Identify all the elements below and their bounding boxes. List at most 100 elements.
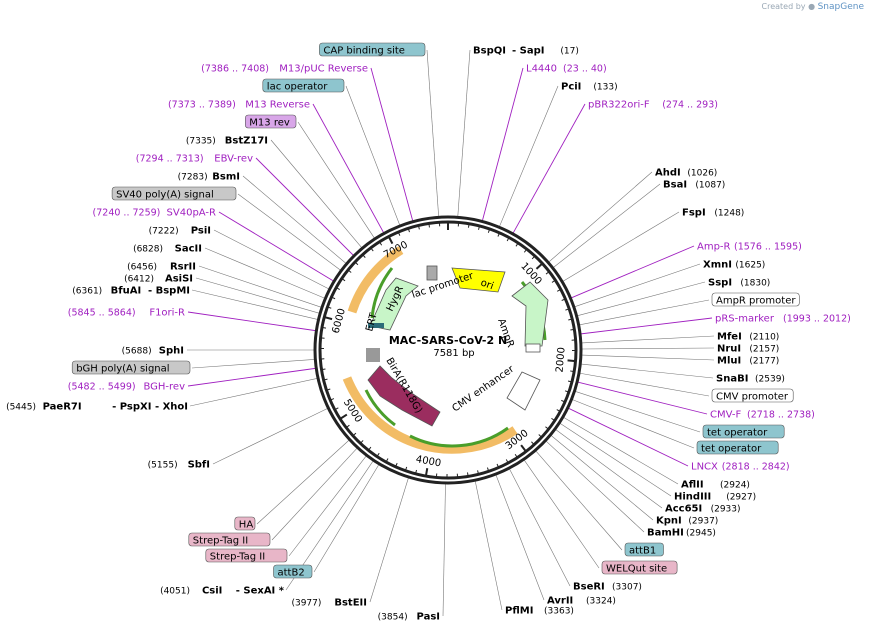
label-f1ori-r: F1ori-R(5845 .. 5864) bbox=[68, 308, 185, 319]
plasmid-length: 7581 bp bbox=[433, 348, 474, 359]
label-pasi: PasI(3854) bbox=[378, 612, 440, 623]
label-name: SnaBI bbox=[716, 374, 748, 385]
label-position: (3307) bbox=[612, 583, 642, 593]
label-position: (1830) bbox=[740, 279, 770, 289]
minor-tick bbox=[395, 462, 398, 467]
minor-tick bbox=[407, 228, 410, 233]
leader-line bbox=[577, 381, 708, 415]
green-arc-left bbox=[364, 389, 396, 427]
tick-marks bbox=[320, 222, 577, 478]
label-name: lac operator bbox=[267, 82, 328, 93]
label-name: LNCX bbox=[691, 462, 718, 473]
label-name: BfuAI bbox=[111, 286, 142, 297]
label-box bbox=[319, 42, 426, 57]
label-name: BsmI bbox=[212, 172, 240, 183]
minor-tick bbox=[538, 434, 543, 438]
label-position: (6361) bbox=[72, 287, 102, 297]
label-m13-puc-reverse: M13/pUC Reverse(7386 .. 7408) bbox=[201, 64, 368, 75]
label-box bbox=[702, 424, 785, 439]
leader-line bbox=[369, 477, 409, 603]
tick-label-6000: 6000 bbox=[331, 307, 348, 334]
minor-tick bbox=[551, 417, 556, 422]
cmv-enhancer-box bbox=[506, 371, 541, 411]
label-position: (1993 .. 2012) bbox=[783, 314, 851, 325]
plasmid-name: MAC-SARS-CoV-2 N bbox=[389, 334, 507, 347]
major-tick bbox=[535, 262, 544, 270]
orange-arc-top-left bbox=[347, 246, 404, 314]
label-box bbox=[696, 440, 779, 455]
minor-tick bbox=[565, 308, 570, 311]
green-arc-top-left bbox=[370, 267, 394, 319]
label-sv40pa-r: SV40pA-R(7240 .. 7259) bbox=[93, 208, 216, 219]
label-box bbox=[205, 548, 288, 563]
major-tick bbox=[520, 444, 527, 453]
label-box bbox=[111, 186, 237, 201]
major-tick bbox=[567, 359, 576, 363]
minor-tick bbox=[531, 255, 536, 260]
minor-tick bbox=[327, 306, 332, 309]
label-name: SphI bbox=[159, 346, 184, 357]
leader-line bbox=[345, 85, 400, 226]
label-strep-tag-ii: Strep-Tag II bbox=[205, 548, 288, 563]
label-fspi: FspI(1248) bbox=[682, 208, 744, 219]
label-pcii: PciI(133) bbox=[561, 82, 618, 93]
leader-line bbox=[562, 211, 680, 282]
minor-tick bbox=[345, 424, 350, 428]
minor-tick bbox=[486, 467, 490, 472]
label-sphi: SphI(5688) bbox=[122, 346, 184, 357]
minor-tick bbox=[379, 241, 383, 246]
label-position: (2157) bbox=[749, 345, 779, 355]
label-cmv-f: CMV-F(2718 .. 2738) bbox=[710, 410, 815, 421]
label-aflii: AflII(2924) bbox=[681, 480, 750, 491]
label-bsmi: BsmI(7283) bbox=[178, 172, 240, 183]
label-name: BstZ17I bbox=[225, 136, 268, 147]
label-name: HA bbox=[239, 520, 254, 531]
label-name: Strep-Tag II bbox=[193, 536, 248, 547]
leader-line bbox=[212, 408, 328, 465]
label-name: AsiSI bbox=[165, 274, 193, 285]
leader-line bbox=[313, 464, 380, 573]
label-bstz17i: BstZ17I(7335) bbox=[186, 136, 268, 147]
label-name: NruI bbox=[717, 344, 741, 355]
bira-arrow bbox=[367, 365, 441, 427]
minor-tick bbox=[362, 254, 366, 258]
minor-tick bbox=[326, 388, 331, 391]
label-name: AflII bbox=[681, 480, 704, 491]
label-sep: - SexAI * bbox=[236, 586, 285, 597]
leader-line bbox=[195, 277, 320, 314]
credit-prefix: Created by bbox=[761, 2, 806, 11]
label-attb2: attB2 bbox=[273, 564, 313, 579]
minor-tick bbox=[467, 223, 470, 228]
label-name: M13 rev bbox=[249, 118, 290, 129]
label-position: (7386 .. 7408) bbox=[201, 64, 269, 75]
minor-tick bbox=[354, 261, 359, 266]
label-sbfi: SbfI(5155) bbox=[148, 460, 210, 471]
label-name: XmnI bbox=[703, 260, 732, 271]
leader-line bbox=[191, 289, 318, 320]
minor-tick bbox=[331, 296, 336, 300]
label-sspi: SspI(1830) bbox=[708, 278, 770, 289]
leader-line bbox=[218, 211, 334, 282]
label-amp-r: Amp-R(1576 .. 1595) bbox=[697, 242, 802, 253]
label-position: (2927) bbox=[726, 493, 756, 503]
minor-tick bbox=[567, 380, 573, 383]
annotation-labels: BspQI- SapI(17)L4440(23 .. 40)PciI(133)p… bbox=[6, 42, 851, 623]
minor-tick bbox=[478, 225, 480, 230]
minor-tick bbox=[347, 269, 352, 273]
snapgene-credit: Created by ● SnapGene bbox=[762, 2, 865, 12]
leader-line bbox=[237, 193, 341, 271]
label-name: EBV-rev bbox=[214, 154, 253, 165]
cmv-enhancer-label: CMV enhancer bbox=[450, 363, 517, 414]
label-bgh-rev: BGH-rev(5482 .. 5499) bbox=[68, 382, 185, 393]
leader-line bbox=[509, 468, 571, 587]
label-sep: - SapI bbox=[512, 46, 544, 57]
label-name: HindIII bbox=[674, 492, 711, 503]
label-m13-rev: M13 rev bbox=[245, 114, 297, 129]
leader-line bbox=[482, 67, 524, 221]
leader-line bbox=[580, 317, 713, 335]
backbone-outer bbox=[313, 215, 583, 485]
label-mlui: MluI(2177) bbox=[717, 356, 779, 367]
label-snabi: SnaBI(2539) bbox=[716, 374, 785, 385]
label-name: AhdI bbox=[655, 168, 681, 179]
